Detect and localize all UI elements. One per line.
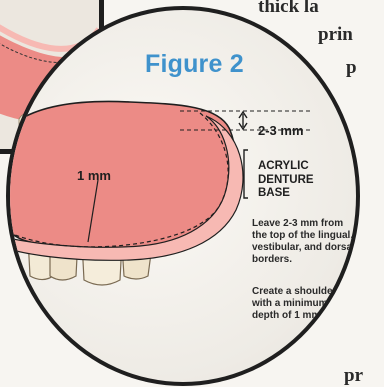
shoulder-depth-label: 1 mm bbox=[77, 168, 111, 183]
material-label-line-2: DENTURE bbox=[258, 174, 314, 188]
material-label-bracket bbox=[244, 150, 248, 198]
dimension-label: 2-3 mm bbox=[258, 123, 304, 138]
magnifier-circle: Figure 2 2-3 mm 1 mm ACRYLIC DENTURE BAS… bbox=[6, 6, 360, 386]
instruction-borders: Leave 2-3 mm from the top of the lingual… bbox=[252, 218, 360, 266]
figure-title: Figure 2 bbox=[145, 50, 244, 79]
material-label: ACRYLIC DENTURE BASE bbox=[258, 160, 314, 201]
instruction-shoulder: Create a shoulder with a minimum depth o… bbox=[252, 286, 352, 322]
material-label-line-1: ACRYLIC bbox=[258, 160, 314, 174]
material-label-line-3: BASE bbox=[258, 187, 314, 201]
